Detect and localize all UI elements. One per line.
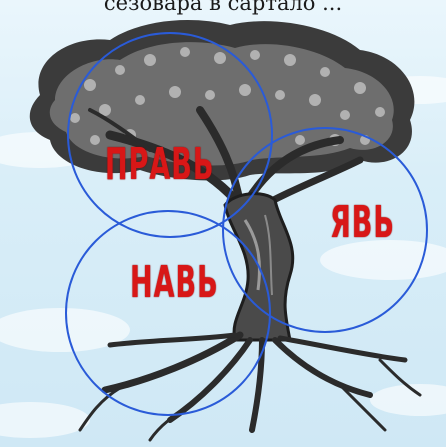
tree-roots [80, 335, 420, 440]
label-nav: НАВЬ [130, 259, 219, 309]
label-yav: ЯВЬ [330, 199, 395, 249]
label-prav: ПРАВЬ [105, 141, 214, 191]
header-caption: сезовара в сартало ... [0, 0, 446, 15]
